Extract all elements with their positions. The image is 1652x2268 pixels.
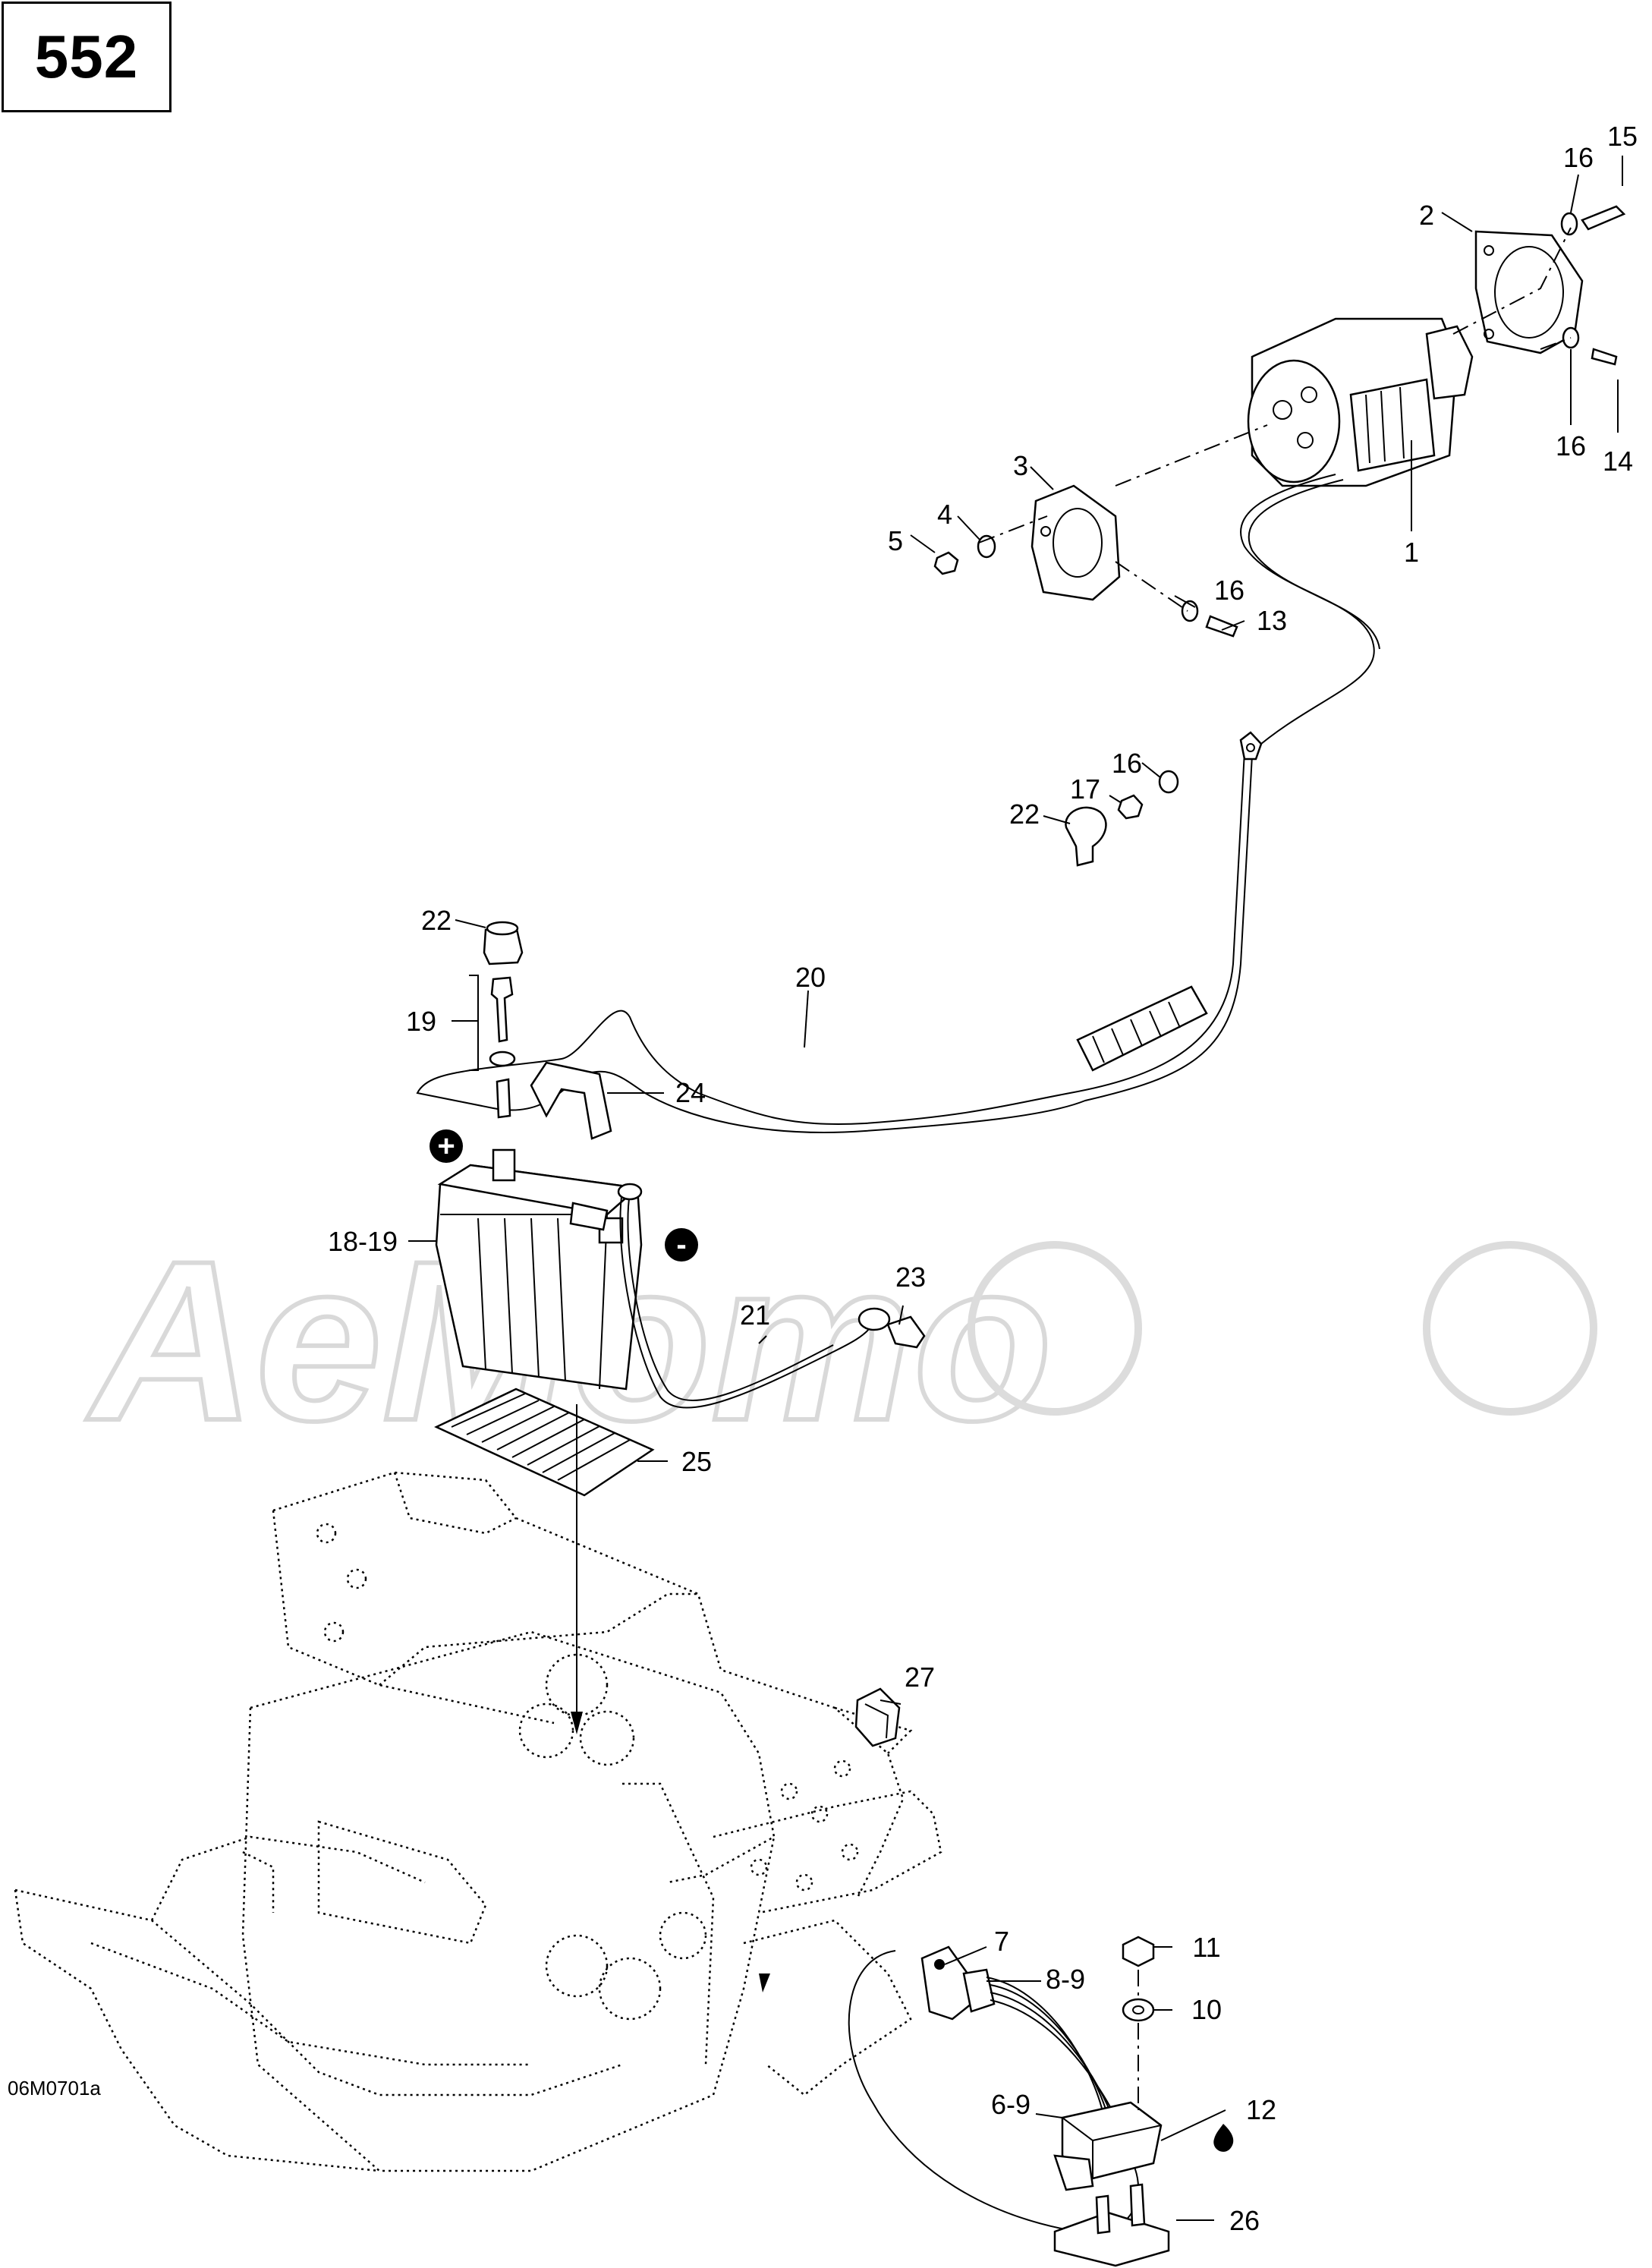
battery xyxy=(435,1148,643,1391)
callout-11: 11 xyxy=(1192,1932,1220,1963)
mounting-bracket-3 xyxy=(1031,484,1121,601)
callout-16-lower: 16 xyxy=(1112,748,1142,779)
terminal-cap-22a xyxy=(483,921,524,965)
voltage-regulator-assembly xyxy=(848,1945,1163,2234)
callout-7: 7 xyxy=(994,1926,1009,1957)
callout-23: 23 xyxy=(895,1262,926,1293)
negative-cable-21 xyxy=(617,1183,926,1409)
callout-10: 10 xyxy=(1191,1994,1222,2025)
nut-washer-17-16 xyxy=(1117,770,1179,820)
mounting-bracket-2 xyxy=(1474,230,1584,354)
callout-27: 27 xyxy=(905,1662,935,1693)
callout-22-lug: 22 xyxy=(1009,799,1040,830)
starter-cable xyxy=(1240,474,1380,752)
callout-25: 25 xyxy=(681,1446,712,1477)
callout-12: 12 xyxy=(1246,2094,1276,2125)
chassis-frame xyxy=(14,1471,942,2172)
mounting-plate-26 xyxy=(1053,2183,1170,2267)
callout-20: 20 xyxy=(795,962,826,993)
positive-cable-20 xyxy=(416,731,1263,1140)
pad-insertion-arrow xyxy=(571,1712,583,1734)
callout-24: 24 xyxy=(675,1077,706,1108)
callout-21: 21 xyxy=(740,1299,770,1331)
harness-routing-arrow xyxy=(759,1973,770,1992)
positive-symbol: + xyxy=(437,1129,455,1163)
watermark: AeMomo xyxy=(82,1211,1597,1470)
callout-labels: 1 2 3 4 5 6-9 7 8-9 10 11 12 13 14 15 16… xyxy=(328,121,1638,2236)
callout-16-right: 16 xyxy=(1556,430,1586,461)
drawing-code: 06M0701a xyxy=(8,2077,101,2099)
callout-19: 19 xyxy=(406,1006,436,1037)
callout-16-middle: 16 xyxy=(1214,575,1245,606)
positive-terminal-marker: + xyxy=(430,1129,463,1163)
callout-8-9: 8-9 xyxy=(1046,1964,1085,1995)
page-number-box: 552 xyxy=(2,2,171,112)
battery-pad-25 xyxy=(434,1388,655,1497)
callout-1: 1 xyxy=(1404,537,1419,568)
callout-15: 15 xyxy=(1607,121,1638,152)
negative-terminal-marker: - xyxy=(665,1228,698,1262)
terminal-cap-22b xyxy=(1065,806,1107,867)
starter-motor xyxy=(1247,317,1474,487)
callout-26: 26 xyxy=(1229,2205,1260,2236)
callout-6-9: 6-9 xyxy=(991,2089,1031,2120)
nut-11 xyxy=(1122,1936,1155,1967)
sealant-drop-12 xyxy=(1213,2124,1234,2152)
callout-5: 5 xyxy=(888,525,903,556)
callout-17: 17 xyxy=(1070,773,1100,805)
clip-27 xyxy=(854,1687,901,1747)
bolt-19 xyxy=(489,976,516,1119)
callout-22-battery: 22 xyxy=(421,905,452,936)
callout-14: 14 xyxy=(1603,446,1633,477)
callout-4: 4 xyxy=(937,499,952,530)
assembly-axis-lines xyxy=(978,227,1572,612)
callout-2: 2 xyxy=(1419,200,1434,231)
washer-10 xyxy=(1122,1998,1155,2022)
callout-16-top: 16 xyxy=(1563,142,1594,173)
negative-symbol: - xyxy=(676,1228,686,1262)
callout-leaders xyxy=(408,156,1623,2221)
callout-13: 13 xyxy=(1257,605,1287,636)
callout-18-19: 18-19 xyxy=(328,1226,398,1257)
callout-3: 3 xyxy=(1013,450,1028,481)
page-number: 552 xyxy=(34,23,139,90)
